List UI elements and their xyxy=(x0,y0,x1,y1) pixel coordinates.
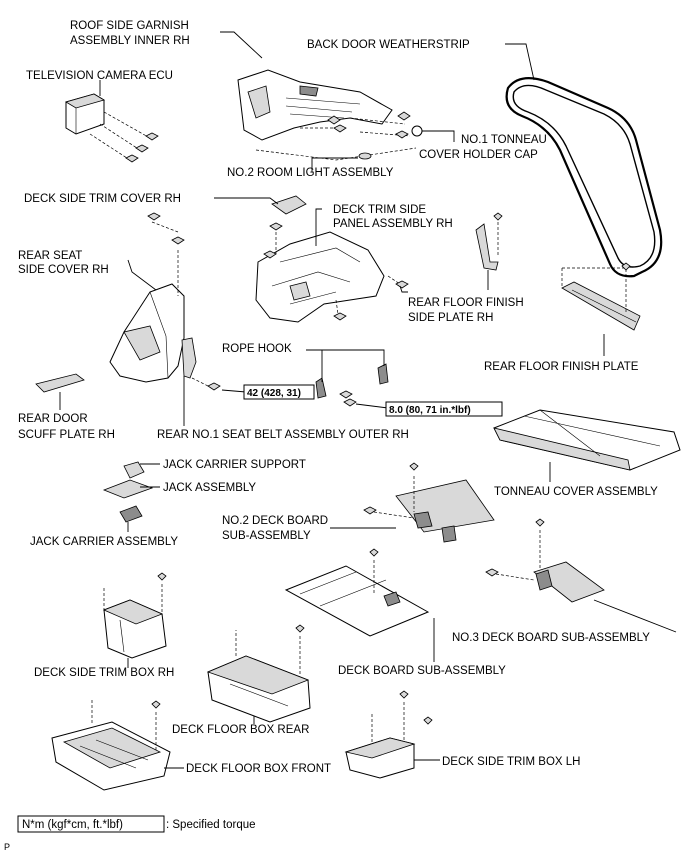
deck-side-trim-box-rh-part xyxy=(102,572,167,659)
ecu-bolts xyxy=(89,111,159,163)
label-rear-door-scuff-plate-2: SCUFF PLATE RH xyxy=(18,429,115,441)
label-rear-seat-side-cover-2: SIDE COVER RH xyxy=(18,264,109,276)
rear-door-scuff-plate-part xyxy=(35,373,85,393)
label-jack-carrier-support: JACK CARRIER SUPPORT xyxy=(163,459,306,471)
deck-floor-box-rear-part xyxy=(206,624,311,723)
label-deck-floor-box-rear: DECK FLOOR BOX REAR xyxy=(172,724,309,736)
leader-lines xyxy=(59,31,677,769)
label-roof-side-garnish-1: ROOF SIDE GARNISH xyxy=(70,20,189,32)
label-deck-board-sub-assembly: DECK BOARD SUB-ASSEMBLY xyxy=(338,665,506,677)
label-no2-deck-board-1: NO.2 DECK BOARD xyxy=(222,515,328,527)
label-rear-seat-side-cover-1: REAR SEAT xyxy=(18,250,82,262)
label-rear-door-scuff-plate-1: REAR DOOR xyxy=(18,413,88,425)
label-deck-trim-side-panel-1: DECK TRIM SIDE xyxy=(333,204,426,216)
rear-floor-finish-side-plate-part xyxy=(475,223,499,271)
label-rear-floor-finish-plate: REAR FLOOR FINISH PLATE xyxy=(484,361,639,373)
part-labels: ROOF SIDE GARNISH ASSEMBLY INNER RH BACK… xyxy=(18,20,658,775)
seat-side-cover-dashed xyxy=(151,221,179,296)
deck-side-trim-box-lh-part xyxy=(344,690,433,779)
seat-belt-bolt xyxy=(207,382,221,391)
rear-seat-belt-part xyxy=(181,337,197,379)
label-no2-deck-board-2: SUB-ASSEMBLY xyxy=(222,530,311,542)
label-deck-side-trim-box-lh: DECK SIDE TRIM BOX LH xyxy=(442,756,580,768)
label-no3-deck-board: NO.3 DECK BOARD SUB-ASSEMBLY xyxy=(452,632,650,644)
back-door-weatherstrip-part xyxy=(505,77,663,278)
rear-seat-side-cover-part xyxy=(109,283,185,383)
label-tonneau-cover-holder-cap-2: COVER HOLDER CAP xyxy=(419,149,538,161)
label-deck-side-trim-box-rh: DECK SIDE TRIM BOX RH xyxy=(34,667,174,679)
legend-unit-box: N*m (kgf*cm, ft.*lbf) xyxy=(22,819,123,831)
label-deck-trim-side-panel-2: PANEL ASSEMBLY RH xyxy=(333,218,453,230)
no3-deck-board-part xyxy=(485,518,605,603)
torque-legend: N*m (kgf*cm, ft.*lbf) : Specified torque xyxy=(17,815,256,833)
footer-code: P xyxy=(4,842,10,852)
rear-floor-finish-plate-part xyxy=(561,262,641,331)
label-room-light-assembly: NO.2 ROOM LIGHT ASSEMBLY xyxy=(227,167,394,179)
torque-rope-hook: 8.0 (80, 71 in.*lbf) xyxy=(385,401,503,417)
television-camera-ecu-part xyxy=(65,93,105,135)
label-jack-assembly: JACK ASSEMBLY xyxy=(163,482,256,494)
room-light-part xyxy=(358,152,372,160)
label-rear-floor-finish-side-plate-1: REAR FLOOR FINISH xyxy=(408,297,524,309)
deck-trim-side-panel-part xyxy=(255,231,385,323)
label-rear-floor-finish-side-plate-2: SIDE PLATE RH xyxy=(408,312,493,324)
label-jack-carrier-assembly: JACK CARRIER ASSEMBLY xyxy=(30,536,178,548)
label-rear-seat-belt: REAR NO.1 SEAT BELT ASSEMBLY OUTER RH xyxy=(157,429,409,441)
deck-side-trim-cover-part xyxy=(271,195,307,215)
rope-hook-parts xyxy=(315,363,389,407)
tonneau-cover-assembly-part xyxy=(493,409,681,471)
legend-description: : Specified torque xyxy=(166,819,256,831)
jack-assembly-part xyxy=(102,479,154,499)
label-deck-side-trim-cover: DECK SIDE TRIM COVER RH xyxy=(24,193,181,205)
deck-board-part xyxy=(284,548,430,637)
back-door-weatherstrip-inner xyxy=(512,84,656,268)
deck-trim-side-panel-fasteners xyxy=(263,222,409,321)
roof-side-garnish-part xyxy=(237,69,393,141)
torque-rope-hook-value: 8.0 (80, 71 in.*lbf) xyxy=(389,405,471,416)
seat-side-cover-clip-1 xyxy=(147,212,161,221)
label-deck-floor-box-front: DECK FLOOR BOX FRONT xyxy=(186,763,331,775)
jack-carrier-assembly-part xyxy=(119,505,143,523)
deck-floor-box-front-part xyxy=(51,700,171,791)
roof-garnish-clips xyxy=(327,111,411,139)
torque-seat-belt-value: 42 (428, 31) xyxy=(247,388,301,399)
jack-carrier-support-part xyxy=(123,461,145,479)
label-tonneau-cover-assembly: TONNEAU COVER ASSEMBLY xyxy=(494,486,658,498)
label-back-door-weatherstrip: BACK DOOR WEATHERSTRIP xyxy=(307,39,470,51)
tonneau-cover-holder-cap-part xyxy=(411,125,423,137)
label-rope-hook: ROPE HOOK xyxy=(222,343,292,355)
torque-seat-belt: 42 (428, 31) xyxy=(243,384,315,400)
label-tonneau-cover-holder-cap-1: NO.1 TONNEAU xyxy=(461,134,547,146)
side-plate-screw xyxy=(493,212,503,221)
seat-belt-dashed xyxy=(191,377,213,389)
label-television-camera-ecu: TELEVISION CAMERA ECU xyxy=(26,70,173,82)
no2-deck-board-part xyxy=(363,462,495,543)
label-roof-side-garnish-2: ASSEMBLY INNER RH xyxy=(70,35,190,47)
seat-side-cover-clip-2 xyxy=(171,236,185,245)
